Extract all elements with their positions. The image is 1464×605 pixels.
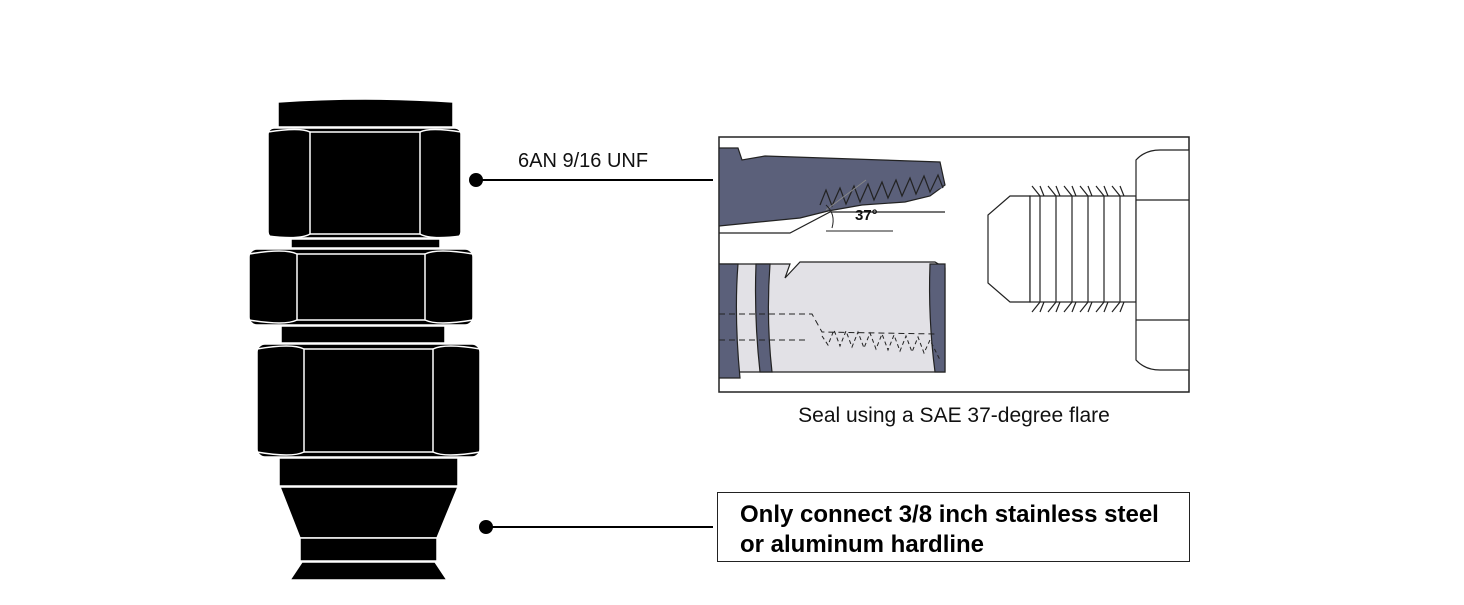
hardline-note-line-2: or aluminum hardline xyxy=(740,531,985,558)
thread-spec-label: 6AN 9/16 UNF xyxy=(518,150,649,172)
flare-diagram: 37° xyxy=(718,136,1190,393)
flare-angle-label: 37° xyxy=(855,207,878,224)
male-an-flare-fitting-icon xyxy=(987,149,1189,371)
bulkhead-fitting-icon xyxy=(248,98,481,581)
leader-line-hardline xyxy=(479,520,713,534)
leader-line-thread xyxy=(469,173,713,187)
hardline-note-box: Only connect 3/8 inch stainless steel or… xyxy=(717,492,1190,562)
female-flare-section xyxy=(719,147,946,379)
hardline-note-line-1: Only connect 3/8 inch stainless steel xyxy=(740,501,1159,528)
flare-caption: Seal using a SAE 37-degree flare xyxy=(798,404,1110,427)
